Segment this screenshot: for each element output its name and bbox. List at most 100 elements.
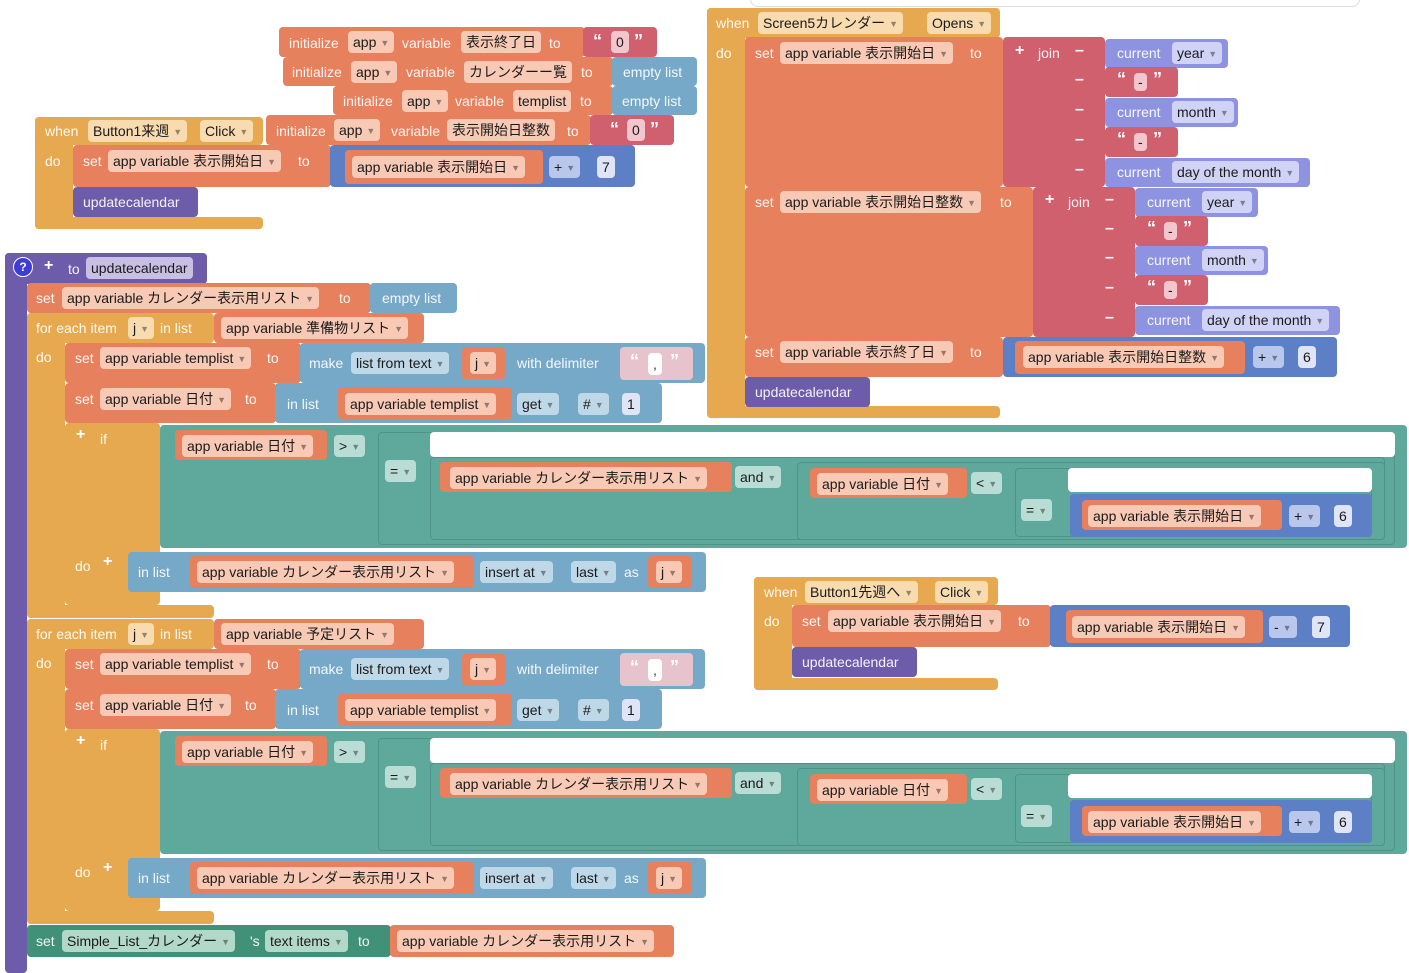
scope-dropdown[interactable]: app▼ — [348, 31, 395, 53]
minus-icon[interactable]: – — [1075, 42, 1084, 59]
text-value-field[interactable]: 0 — [611, 31, 629, 53]
list-variable-dropdown[interactable]: app variable カレンダー表示用リスト▼ — [197, 867, 455, 889]
plus-mutator-icon[interactable]: + — [103, 553, 113, 570]
operand-variable-dropdown[interactable]: app variable 表示開始日▼ — [1072, 616, 1246, 638]
compare-op-dropdown[interactable]: <▼ — [971, 778, 1003, 800]
list-variable-dropdown[interactable]: app variable カレンダー表示用リスト▼ — [450, 467, 708, 489]
target-variable-dropdown[interactable]: app variable templist▼ — [100, 653, 252, 675]
for-each-block[interactable]: for each item j▼ in list app variable 予定… — [0, 619, 1409, 929]
position-dropdown[interactable]: last▼ — [571, 561, 616, 583]
target-variable-dropdown[interactable]: app variable カレンダー表示用リスト▼ — [62, 287, 320, 309]
target-variable-dropdown[interactable]: app variable 表示終了日▼ — [780, 341, 954, 363]
index-field[interactable]: 1 — [622, 393, 640, 415]
loop-variable-field[interactable]: j▼ — [128, 317, 155, 339]
target-variable-dropdown[interactable]: app variable 日付▼ — [100, 388, 232, 410]
variable-name-field[interactable]: カレンダーー覧 — [464, 61, 572, 83]
procedure-name-field[interactable]: updatecalendar — [86, 257, 193, 279]
component-dropdown[interactable]: Simple_List_カレンダー▼ — [62, 930, 236, 952]
position-dropdown[interactable]: last▼ — [571, 867, 616, 889]
equals-op-dropdown[interactable]: =▼ — [385, 766, 417, 788]
empty-list-block[interactable]: empty list — [623, 64, 683, 80]
loop-variable-field[interactable]: j▼ — [128, 623, 155, 645]
minus-icon[interactable]: – — [1105, 309, 1114, 326]
variable-name-field[interactable]: 表示開始日整数 — [447, 119, 555, 141]
item-variable-dropdown[interactable]: j▼ — [656, 867, 683, 889]
plus-mutator-icon[interactable]: + — [103, 859, 113, 876]
event-dropdown[interactable]: Click▼ — [935, 581, 989, 603]
number-field[interactable]: 6 — [1334, 811, 1352, 833]
item-variable-dropdown[interactable]: j▼ — [656, 561, 683, 583]
number-field[interactable]: 6 — [1298, 346, 1316, 368]
target-variable-dropdown[interactable]: app variable templist▼ — [100, 347, 252, 369]
component-dropdown[interactable]: Button1来週▼ — [88, 120, 188, 142]
value-variable-dropdown[interactable]: app variable カレンダー表示用リスト▼ — [397, 930, 655, 952]
date-unit-dropdown[interactable]: month▼ — [1202, 249, 1264, 271]
number-field[interactable]: 7 — [597, 156, 615, 178]
compare-op-dropdown[interactable]: >▼ — [334, 741, 366, 763]
compare-op-dropdown[interactable]: <▼ — [971, 472, 1003, 494]
target-variable-dropdown[interactable]: app variable 表示開始日▼ — [780, 42, 954, 64]
minus-icon[interactable]: – — [1075, 131, 1084, 148]
list-variable-dropdown[interactable]: app variable templist▼ — [345, 699, 497, 721]
call-updatecalendar[interactable]: updatecalendar — [802, 654, 899, 670]
date-unit-dropdown[interactable]: year▼ — [1202, 191, 1253, 213]
equals-op-dropdown[interactable]: =▼ — [1021, 499, 1053, 521]
date-unit-dropdown[interactable]: year▼ — [1172, 42, 1223, 64]
target-variable-dropdown[interactable]: app variable 表示開始日整数▼ — [780, 191, 982, 213]
insert-at-dropdown[interactable]: insert at▼ — [480, 867, 553, 889]
insert-at-dropdown[interactable]: insert at▼ — [480, 561, 553, 583]
index-field[interactable]: 1 — [622, 699, 640, 721]
help-icon[interactable]: ? — [13, 257, 33, 277]
delimiter-field[interactable]: , — [648, 353, 662, 375]
operand-variable-dropdown[interactable]: app variable 表示開始日整数▼ — [1023, 346, 1225, 368]
equals-op-dropdown[interactable]: =▼ — [1021, 805, 1053, 827]
operand-variable-dropdown[interactable]: app variable 表示開始日▼ — [352, 156, 526, 178]
and-op-dropdown[interactable]: and▼ — [735, 772, 782, 794]
scope-dropdown[interactable]: app▼ — [351, 61, 398, 83]
event-dropdown[interactable]: Opens▼ — [927, 12, 992, 34]
minus-icon[interactable]: – — [1105, 220, 1114, 237]
call-updatecalendar[interactable]: updatecalendar — [83, 194, 180, 210]
text-value-field[interactable]: - — [1164, 222, 1177, 240]
minus-icon[interactable]: – — [1105, 249, 1114, 266]
empty-list-block[interactable]: empty list — [382, 290, 442, 306]
call-updatecalendar[interactable]: updatecalendar — [755, 384, 852, 400]
property-dropdown[interactable]: text items▼ — [265, 930, 348, 952]
minus-icon[interactable]: – — [1075, 161, 1084, 178]
compare-op-dropdown[interactable]: >▼ — [334, 435, 366, 457]
text-value-field[interactable]: - — [1164, 281, 1177, 299]
component-dropdown[interactable]: Button1先週へ▼ — [805, 581, 919, 603]
target-variable-dropdown[interactable]: app variable 表示開始日▼ — [828, 610, 1002, 632]
compare-left-variable-dropdown[interactable]: app variable 日付▼ — [817, 779, 949, 801]
operator-dropdown[interactable]: +▼ — [549, 156, 581, 178]
equals-op-dropdown[interactable]: =▼ — [385, 460, 417, 482]
list-variable-dropdown[interactable]: app variable 予定リスト▼ — [221, 623, 395, 645]
list-op-dropdown[interactable]: get▼ — [517, 699, 560, 721]
number-field[interactable]: 7 — [1312, 616, 1330, 638]
event-dropdown[interactable]: Click▼ — [200, 120, 254, 142]
text-variable-dropdown[interactable]: j▼ — [470, 658, 497, 680]
plus-mutator-icon[interactable]: + — [1045, 191, 1055, 208]
compare-left-variable-dropdown[interactable]: app variable 日付▼ — [817, 473, 949, 495]
list-variable-dropdown[interactable]: app variable カレンダー表示用リスト▼ — [450, 773, 708, 795]
list-op-dropdown[interactable]: get▼ — [517, 393, 560, 415]
list-variable-dropdown[interactable]: app variable カレンダー表示用リスト▼ — [197, 561, 455, 583]
target-variable-dropdown[interactable]: app variable 日付▼ — [100, 694, 232, 716]
list-variable-dropdown[interactable]: app variable 準備物リスト▼ — [221, 317, 409, 339]
component-dropdown[interactable]: Screen5カレンダー▼ — [758, 12, 904, 34]
variable-name-field[interactable]: templist — [513, 90, 572, 112]
minus-icon[interactable]: – — [1105, 191, 1114, 208]
empty-list-block[interactable]: empty list — [622, 93, 682, 109]
operator-dropdown[interactable]: +▼ — [1289, 811, 1321, 833]
index-type-dropdown[interactable]: #▼ — [578, 699, 609, 721]
plus-mutator-icon[interactable]: + — [44, 257, 54, 274]
plus-mutator-icon[interactable]: + — [1015, 42, 1025, 59]
split-mode-dropdown[interactable]: list from text▼ — [351, 658, 450, 680]
text-value-field[interactable]: 0 — [627, 119, 645, 141]
scope-dropdown[interactable]: app▼ — [334, 119, 381, 141]
text-value-field[interactable]: - — [1134, 73, 1147, 91]
date-unit-dropdown[interactable]: day of the month▼ — [1172, 161, 1300, 183]
text-value-field[interactable]: - — [1134, 133, 1147, 151]
operand-variable-dropdown[interactable]: app variable 表示開始日▼ — [1088, 811, 1262, 833]
scope-dropdown[interactable]: app▼ — [402, 90, 449, 112]
